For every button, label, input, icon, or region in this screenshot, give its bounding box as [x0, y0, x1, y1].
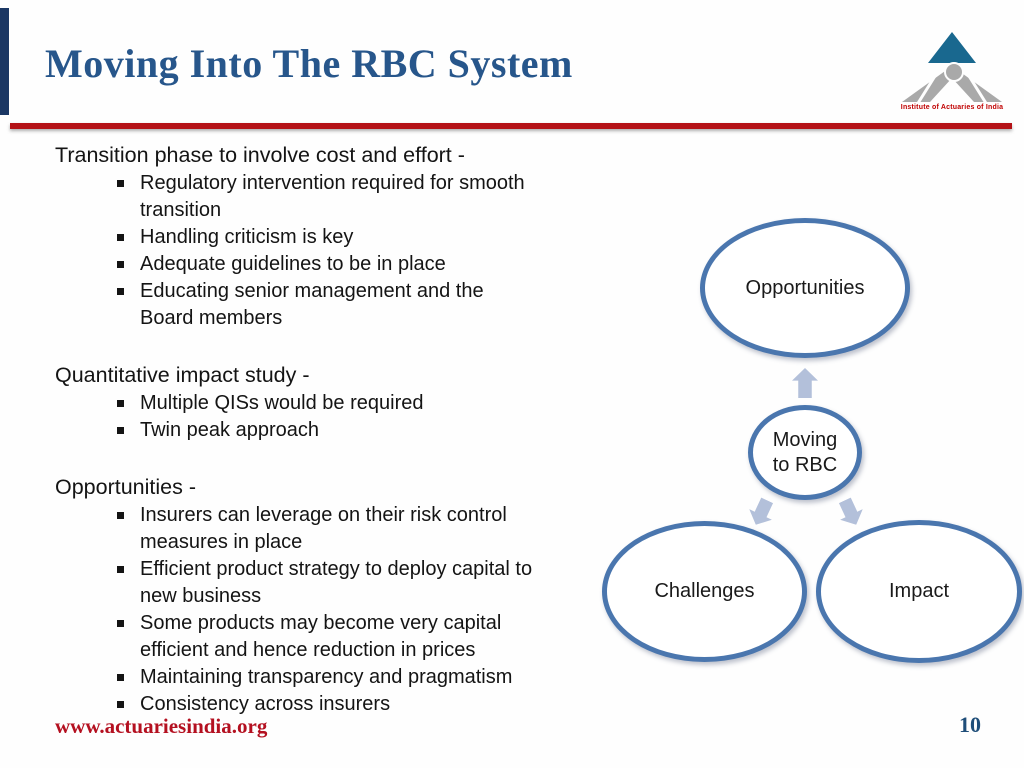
section-qis: Quantitative impact study - Multiple QIS… — [55, 360, 635, 444]
page-number: 10 — [959, 712, 981, 737]
section-opportunities: Opportunities - Insurers can leverage on… — [55, 472, 635, 718]
bullet-item: Multiple QISs would be required — [55, 390, 635, 417]
bullet-item: Adequate guidelines to be in place — [55, 251, 635, 278]
diagram-node-impact: Impact — [816, 520, 1022, 663]
bullet-item: Insurers can leverage on their risk cont… — [55, 502, 635, 556]
bullet-square-icon — [117, 180, 124, 187]
bullet-item: Consistency across insurers — [55, 691, 635, 718]
logo-pyramid-icon — [902, 62, 1002, 105]
arrow-down-right-icon — [833, 495, 867, 530]
section-heading: Transition phase to involve cost and eff… — [55, 143, 465, 167]
body-text: Transition phase to involve cost and eff… — [55, 140, 635, 718]
bullet-square-icon — [117, 701, 124, 708]
footer-website-link: www.actuariesindia.org — [55, 714, 268, 738]
bullet-square-icon — [117, 427, 124, 434]
diagram-node-opportunities: Opportunities — [700, 218, 910, 358]
slide-title: Moving Into The RBC System — [45, 41, 573, 86]
bullet-item: Efficient product strategy to deploy cap… — [55, 556, 635, 610]
accent-bar — [0, 8, 9, 115]
diagram-node-challenges: Challenges — [602, 521, 807, 662]
arrow-up-icon — [792, 368, 818, 398]
section-heading: Opportunities - — [55, 475, 197, 499]
bullet-square-icon — [117, 674, 124, 681]
institute-logo: Institute of Actuaries of India — [897, 26, 1007, 112]
diagram-node-moving-to-rbc: Moving to RBC — [748, 405, 862, 500]
section-heading: Quantitative impact study - — [55, 363, 310, 387]
bullet-square-icon — [117, 288, 124, 295]
section-transition: Transition phase to involve cost and eff… — [55, 140, 635, 332]
bullet-square-icon — [117, 400, 124, 407]
arrow-down-left-icon — [744, 495, 778, 530]
bullet-square-icon — [117, 234, 124, 241]
bullet-text: Efficient product strategy to deploy cap… — [140, 558, 533, 607]
bullet-text: Regulatory intervention required for smo… — [140, 172, 525, 221]
logo-caption: Institute of Actuaries of India — [900, 104, 1004, 111]
bullet-item: Twin peak approach — [55, 417, 635, 444]
bullet-text: Multiple QISs would be required — [140, 392, 424, 414]
bullet-text: Some products may become very capital ef… — [140, 612, 502, 661]
bullet-item: Some products may become very capital ef… — [55, 610, 635, 664]
bullet-text: Handling criticism is key — [140, 226, 354, 248]
bullet-square-icon — [117, 620, 124, 627]
bullet-item: Handling criticism is key — [55, 224, 635, 251]
title-divider-line — [10, 123, 1012, 129]
bullet-square-icon — [117, 261, 124, 268]
logo-triangle-icon — [928, 32, 976, 63]
bullet-item: Regulatory intervention required for smo… — [55, 170, 635, 224]
bullet-text: Insurers can leverage on their risk cont… — [140, 504, 507, 553]
bullet-text: Consistency across insurers — [140, 693, 391, 715]
bullet-square-icon — [117, 512, 124, 519]
bullet-text: Twin peak approach — [140, 419, 320, 441]
bullet-text: Adequate guidelines to be in place — [140, 253, 446, 275]
bullet-item: Maintaining transparency and pragmatism — [55, 664, 635, 691]
bullet-item: Educating senior management and the Boar… — [55, 278, 635, 332]
bullet-text: Educating senior management and the Boar… — [140, 280, 484, 329]
bullet-text: Maintaining transparency and pragmatism — [140, 666, 513, 688]
bullet-square-icon — [117, 566, 124, 573]
